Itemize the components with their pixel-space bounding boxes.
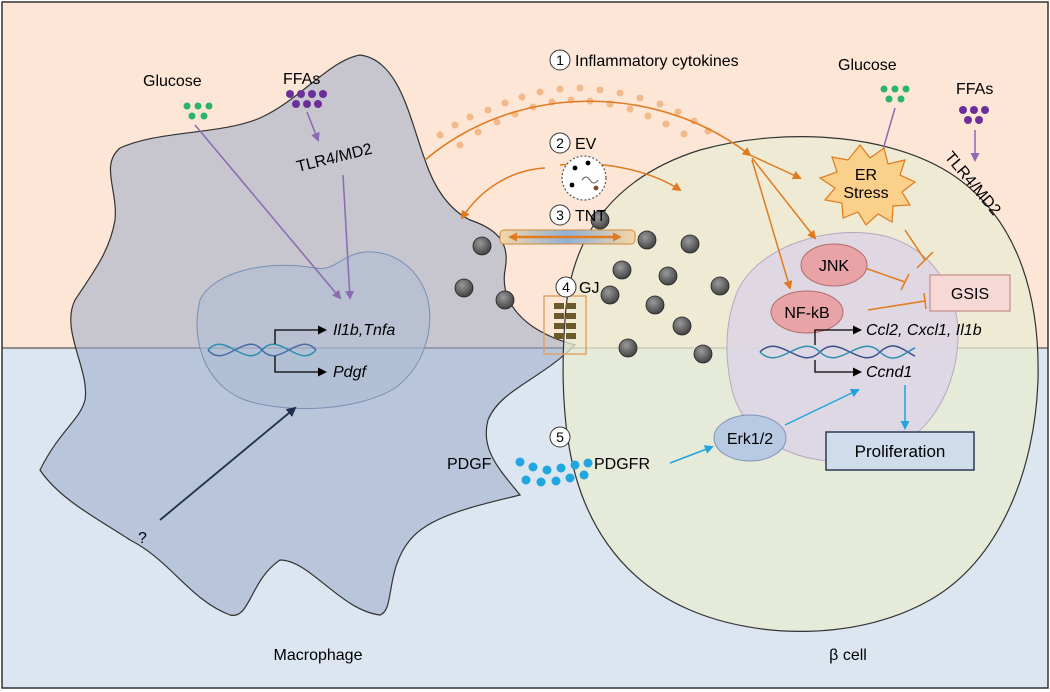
mechanism-1-number: 1: [556, 52, 564, 68]
granules: [454, 210, 730, 364]
beta-dna: [759, 345, 916, 359]
mechanism-5-number: 5: [556, 429, 564, 445]
ffas-label-left: FFAs: [283, 71, 320, 88]
er-stress-label-1: ER: [855, 167, 877, 184]
macrophage-gene-bottom: Pdgf: [333, 364, 367, 381]
proliferation-box: [825, 431, 975, 471]
ev-arrow-to-macrophage: [460, 167, 546, 220]
er-stress-label-2: Stress: [843, 185, 888, 202]
extracellular-vesicle: [561, 155, 607, 201]
blue-signal-arrows: [669, 385, 910, 464]
mechanism-2-label: EV: [575, 136, 597, 153]
unknown-label: ?: [138, 530, 147, 547]
tunneling-nanotube: [499, 229, 636, 245]
cytokine-arrow: [424, 100, 752, 161]
purple-signal-arrows: [194, 107, 980, 300]
glucose-dots-right: [880, 85, 910, 103]
mechanism-3-label: TNT: [575, 208, 606, 225]
glucose-dots-left: [183, 102, 213, 120]
cytokine-signal-branches: [749, 154, 817, 290]
ffa-dots-right: [959, 106, 989, 124]
mechanism-1-label: Inflammatory cytokines: [575, 53, 739, 70]
nfkb-node: [770, 290, 844, 334]
nfkb-label: NF-kB: [784, 305, 829, 322]
erk-node: [713, 414, 787, 462]
gene-expression-arrows: [274, 325, 862, 377]
gsis-label: GSIS: [951, 286, 989, 303]
macrophage-label: Macrophage: [274, 647, 363, 664]
glucose-label-right: Glucose: [838, 57, 897, 74]
inhibition-lines: [864, 229, 934, 311]
jnk-label: JNK: [819, 258, 850, 275]
beta-gene-top: Ccl2, Cxcl1, Il1b: [866, 322, 982, 339]
mechanism-4-number: 4: [562, 279, 570, 295]
mechanism-2-number: 2: [556, 135, 564, 151]
er-stress-burst: [818, 144, 917, 226]
macrophage-dna: [207, 343, 317, 357]
mechanism-3-number: 3: [556, 207, 564, 223]
pdgfr-label: PDGFR: [594, 456, 650, 473]
ffas-label-right: FFAs: [956, 81, 993, 98]
pdgf-dots: [515, 457, 593, 487]
gap-junction: [543, 295, 587, 355]
erk-label: Erk1/2: [727, 431, 773, 448]
pdgf-label: PDGF: [447, 456, 492, 473]
beta-gene-bottom: Ccnd1: [866, 364, 912, 381]
unknown-stimulus-arrow: [159, 406, 297, 521]
mechanism-4-label: GJ: [579, 280, 599, 297]
gsis-box: [929, 274, 1011, 312]
ffa-dots-left: [286, 90, 327, 108]
glucose-label-left: Glucose: [143, 73, 202, 90]
beta-cell-label: β cell: [829, 647, 867, 664]
mechanism-markers: [549, 49, 577, 448]
jnk-node: [800, 243, 868, 287]
proliferation-label: Proliferation: [855, 442, 946, 461]
macrophage-gene-top: Il1b,Tnfa: [333, 322, 395, 339]
